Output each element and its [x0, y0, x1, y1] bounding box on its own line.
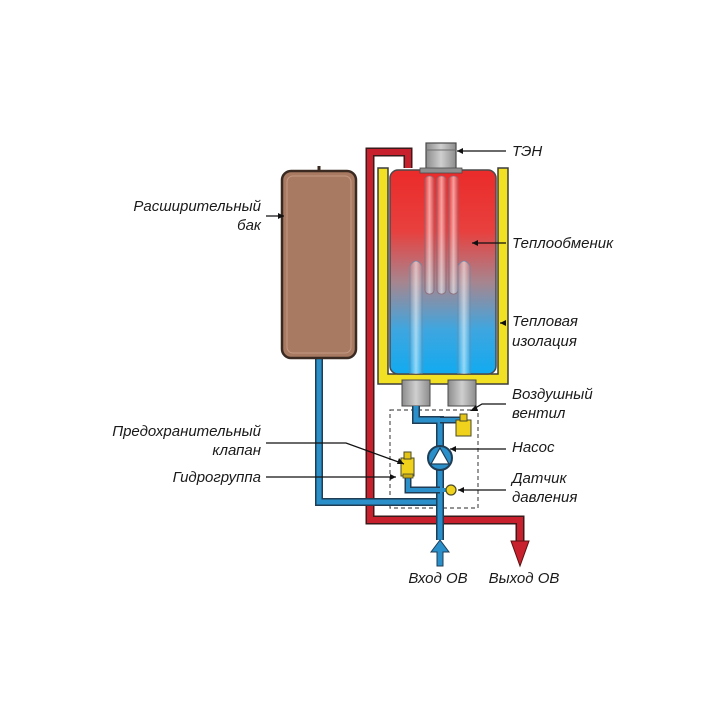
label-expansion-tank-1: Расширительный [133, 198, 261, 215]
heating-elements [409, 175, 471, 374]
label-safety-valve-2: клапан [212, 442, 261, 459]
expansion-tank [280, 169, 358, 360]
pressure-sensor-icon [440, 484, 457, 496]
inlet-arrow [430, 539, 450, 567]
bottom-connector-left [401, 379, 431, 407]
label-heat-exchanger: Теплообменик [512, 235, 614, 252]
label-pressure-sensor-2: давления [512, 489, 577, 506]
label-heater: ТЭН [512, 143, 542, 160]
label-outlet: Выход ОВ [489, 570, 560, 587]
label-air-valve-2: вентил [512, 405, 566, 422]
label-insulation-2: изолация [512, 333, 577, 350]
label-hydro-group: Гидрогруппа [173, 469, 261, 486]
leader-arrowheads [278, 148, 506, 493]
heater-cap [425, 142, 457, 170]
safety-valve-icon [400, 451, 415, 479]
bottom-connector-right [447, 379, 477, 407]
outlet-arrow [510, 540, 530, 568]
label-inlet: Вход ОВ [408, 570, 467, 587]
air-valve-icon [455, 413, 472, 437]
label-pump: Насос [512, 439, 555, 456]
pump-icon [427, 445, 453, 471]
label-air-valve-1: Воздушный [512, 386, 593, 403]
label-safety-valve-1: Предохранительный [112, 423, 261, 440]
label-pressure-sensor-1: Датчик [510, 470, 568, 487]
label-expansion-tank-2: бак [237, 217, 262, 234]
label-insulation-1: Тепловая [512, 313, 578, 330]
